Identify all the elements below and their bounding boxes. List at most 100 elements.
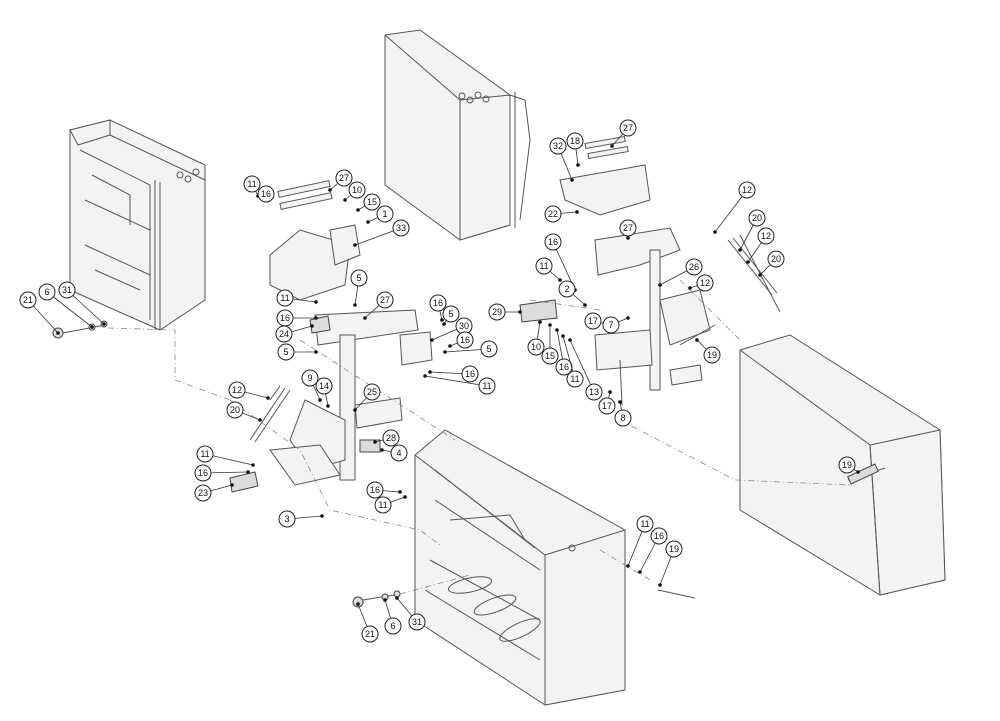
callout-number: 12: [742, 185, 752, 195]
callout-16-d: 16: [448, 331, 474, 349]
callout-number: 4: [396, 448, 401, 458]
callout-bubble: [376, 291, 394, 309]
callout-target-dot: [608, 390, 612, 394]
callout-target-dot: [856, 470, 860, 474]
callout-15-b: 15: [541, 323, 559, 365]
callout-number: 27: [339, 173, 349, 183]
callout-26: 26: [658, 258, 703, 287]
callout-leader: [714, 189, 748, 233]
callout-target-dot: [555, 328, 559, 332]
callout-number: 26: [689, 262, 699, 272]
callout-number: 21: [365, 629, 375, 639]
callout-number: 16: [559, 362, 569, 372]
callout-number: 12: [700, 278, 710, 288]
callout-2: 2: [558, 280, 587, 307]
callout-20-b: 20: [738, 209, 766, 252]
callout-target-dot: [353, 408, 357, 412]
callout-bubble: [703, 346, 721, 364]
callout-number: 11: [539, 261, 548, 271]
callout-number: 8: [620, 413, 625, 423]
callout-target-dot: [658, 583, 662, 587]
callout-bubble: [544, 233, 562, 251]
left-cabinet-housing: [69, 119, 206, 331]
callout-target-dot: [538, 320, 542, 324]
callout-target-dot: [423, 374, 427, 378]
callout-bubble: [619, 119, 637, 137]
callout-bubble: [478, 377, 496, 395]
bottom-cabinet-housing: [414, 429, 626, 706]
callout-number: 27: [380, 295, 390, 305]
callout-target-dot: [328, 188, 332, 192]
callout-31-b: 31: [395, 596, 426, 631]
callout-bubble: [480, 340, 498, 358]
callout-target-dot: [430, 338, 434, 342]
callout-32: 32: [549, 137, 574, 182]
callout-target-dot: [746, 260, 750, 264]
callout-bubble: [541, 347, 559, 365]
callout-target-dot: [758, 273, 762, 277]
callout-bubble: [602, 316, 620, 334]
callout-target-dot: [403, 495, 407, 499]
callout-bubble: [584, 312, 602, 330]
callout-3: 3: [278, 510, 324, 528]
callout-target-dot: [373, 440, 377, 444]
callout-number: 5: [448, 309, 453, 319]
callout-target-dot: [395, 596, 399, 600]
callout-number: 11: [640, 519, 649, 529]
callout-bubble: [335, 169, 353, 187]
callout-number: 11: [280, 293, 289, 303]
callout-bubble: [549, 137, 567, 155]
callout-16-c: 16: [429, 294, 447, 322]
callout-target-dot: [448, 344, 452, 348]
callout-6-a: 6: [38, 283, 94, 329]
callout-bubble: [243, 175, 261, 193]
callout-target-dot: [266, 396, 270, 400]
callout-bubble: [838, 456, 856, 474]
callout-28: 28: [373, 429, 400, 447]
callout-target-dot: [576, 163, 580, 167]
callout-33: 33: [353, 219, 410, 247]
callout-25: 25: [353, 383, 381, 412]
callout-target-dot: [366, 220, 370, 224]
callout-bubble: [196, 445, 214, 463]
callout-number: 16: [280, 313, 290, 323]
callout-number: 31: [62, 285, 72, 295]
callout-bubble: [544, 205, 562, 223]
callout-target-dot: [568, 338, 572, 342]
callout-target-dot: [548, 323, 552, 327]
callout-bubble: [361, 625, 379, 643]
callout-number: 21: [23, 295, 33, 305]
callout-target-dot: [558, 278, 562, 282]
callout-number: 32: [553, 141, 563, 151]
callout-leader: [424, 375, 488, 387]
callout-16-g: 16: [366, 481, 402, 499]
callout-bubble: [376, 205, 394, 223]
callout-bubble: [38, 283, 56, 301]
callout-target-dot: [356, 602, 360, 606]
callout-4: 4: [380, 444, 408, 462]
callout-bubble: [488, 303, 506, 321]
callout-number: 20: [230, 405, 240, 415]
callout-target-dot: [343, 198, 347, 202]
callout-number: 18: [570, 136, 580, 146]
callout-target-dot: [320, 514, 324, 518]
callout-number: 27: [623, 123, 633, 133]
callout-number: 19: [707, 350, 717, 360]
callout-number: 16: [198, 468, 208, 478]
callout-number: 16: [654, 531, 664, 541]
callout-number: 11: [247, 179, 256, 189]
callout-11-c: 11: [423, 374, 496, 395]
callout-16-i: 16: [555, 328, 573, 376]
callout-5-a: 5: [350, 269, 368, 307]
callout-16-e: 16: [428, 365, 479, 383]
callout-number: 5: [356, 273, 361, 283]
callout-bubble: [228, 381, 246, 399]
callout-number: 17: [588, 316, 598, 326]
callout-bubble: [278, 510, 296, 528]
callout-number: 16: [465, 369, 475, 379]
callout-number: 12: [761, 231, 771, 241]
callout-number: 15: [545, 351, 555, 361]
callout-bubble: [363, 193, 381, 211]
